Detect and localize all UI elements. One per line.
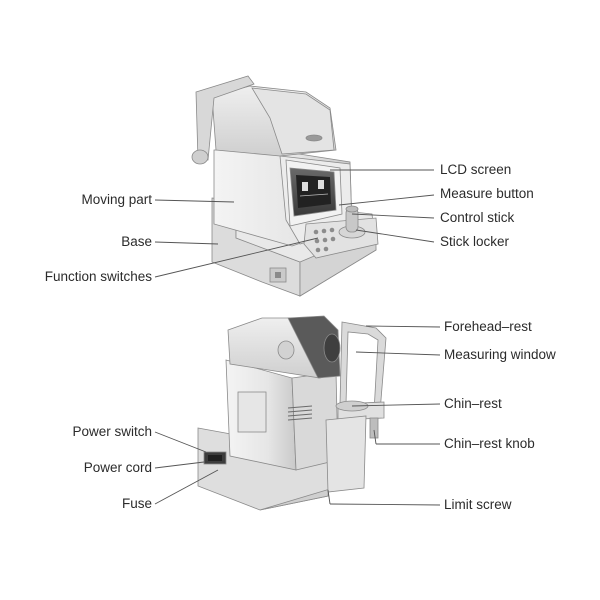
label-lcd-screen: LCD screen bbox=[440, 162, 512, 177]
rear-view-device bbox=[197, 315, 387, 511]
label-measure-button: Measure button bbox=[440, 186, 534, 201]
leader-lines bbox=[154, 169, 441, 506]
chin-rest-frame bbox=[339, 321, 387, 413]
label-limit-screw: Limit screw bbox=[444, 497, 512, 512]
label-chin-rest: Chin–rest bbox=[444, 396, 502, 411]
label-power-switch: Power switch bbox=[72, 424, 152, 439]
label-function-switches: Function switches bbox=[44, 269, 152, 284]
label-forehead-rest: Forehead–rest bbox=[444, 319, 532, 334]
label-measuring-window: Measuring window bbox=[444, 347, 556, 362]
front-view-device bbox=[191, 75, 379, 297]
label-control-stick: Control stick bbox=[440, 210, 515, 225]
label-moving-part: Moving part bbox=[81, 192, 152, 207]
label-chin-rest-knob: Chin–rest knob bbox=[444, 436, 535, 451]
label-fuse: Fuse bbox=[121, 496, 152, 511]
label-power-cord: Power cord bbox=[83, 460, 152, 475]
label-stick-locker: Stick locker bbox=[440, 234, 510, 249]
label-base: Base bbox=[121, 234, 152, 249]
